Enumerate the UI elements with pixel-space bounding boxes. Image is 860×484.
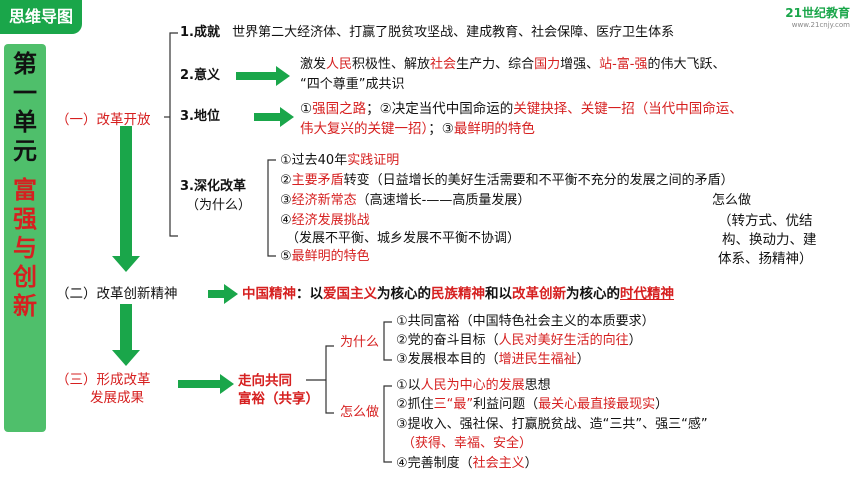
reason-1: ①过去40年实践证明 [280, 153, 400, 168]
reason-4-detail: （发展不平衡、城乡发展不平衡不协调） [286, 231, 521, 246]
reason-3: ③经济新常态（高速增长-——高质量发展） [280, 193, 531, 208]
why-2: ②党的奋斗目标（人民对美好生活的向往） [396, 333, 642, 348]
section-results: （三）形成改革 [56, 372, 151, 388]
how-4: ④完善制度（社会主义） [396, 456, 538, 471]
logo-url: www.21cnjy.com [791, 21, 850, 29]
deepen-reform-why: （为什么） [186, 198, 252, 213]
reason-4: ④经济发展挑战 [280, 213, 370, 228]
logo-text: 21世纪教育 [785, 6, 850, 20]
why-3: ③发展根本目的（增进民生福祉） [396, 352, 590, 367]
section-reform-opening: （一）改革开放 [56, 112, 151, 128]
achievement-text: 世界第二大经济体、打赢了脱贫攻坚战、建成教育、社会保障、医疗卫生体系 [232, 25, 675, 40]
unit-sidebar [4, 44, 46, 432]
unit-title: 第一单元 [13, 50, 37, 165]
unit-subtitle: 富强与创新 [13, 176, 37, 320]
arrow-spirit [208, 284, 238, 304]
how-title: 怎么做 [712, 193, 752, 208]
meaning-line1: 激发人民积极性、解放社会生产力、综合国力增强、站-富-强的伟大飞跃、 [300, 57, 726, 72]
arrow-down-1 [112, 126, 140, 272]
status-line2: 伟大复兴的关键一招）；③最鲜明的特色 [300, 121, 535, 137]
how-line-1: （转方式、优结 [718, 213, 813, 229]
how-1: ①以人民为中心的发展思想 [396, 378, 551, 393]
chinese-spirit-line: 中国精神：以爱国主义为核心的民族精神和以改革创新为核心的时代精神 [242, 286, 674, 302]
achievement-label: 1.成就 [180, 25, 220, 40]
reason-2: ②主要矛盾转变（日益增长的美好生活需要和不平衡不充分的发展之间的矛盾） [280, 173, 734, 188]
why-1: ①共同富裕（中国特色社会主义的本质要求） [396, 314, 655, 329]
common-prosperity-node-2: 富裕（共享） [238, 391, 319, 407]
why-label: 为什么 [340, 335, 380, 350]
reason-5: ⑤最鲜明的特色 [280, 249, 370, 264]
arrow-down-2 [112, 304, 140, 366]
arrow-status [254, 107, 294, 127]
how-2: ②抓住三“最”利益问题（最关心最直接最现实） [396, 397, 669, 412]
common-prosperity-node: 走向共同 [238, 373, 292, 389]
status-label: 3.地位 [180, 109, 220, 124]
mindmap-tag: 思维导图 [0, 0, 82, 34]
meaning-label: 2.意义 [180, 68, 220, 83]
how-line-2: 构、换动力、建 [722, 232, 817, 248]
how-3: ③提收入、强社保、打赢脱贫战、造“三共”、强三“感” [396, 417, 708, 432]
how-label: 怎么做 [340, 405, 380, 420]
achievement-row: 1.成就 世界第二大经济体、打赢了脱贫攻坚战、建成教育、社会保障、医疗卫生体系 [180, 24, 674, 42]
status-line1: ①强国之路；②决定当代中国命运的关键抉择、关键一招（当代中国命运、 [300, 101, 743, 117]
how-line-3: 体系、扬精神） [718, 251, 813, 267]
arrow-results [178, 374, 234, 394]
meaning-line2: “四个尊重”成共识 [300, 77, 405, 92]
brand-logo: 21世纪教育 www.21cnjy.com [785, 4, 850, 29]
arrow-meaning [236, 66, 290, 86]
section-results-line2: 发展成果 [90, 390, 144, 406]
deepen-reform-label: 3.深化改革 [180, 179, 246, 194]
section-reform-spirit: （二）改革创新精神 [56, 286, 178, 302]
how-3-detail: （获得、幸福、安全） [402, 436, 533, 451]
